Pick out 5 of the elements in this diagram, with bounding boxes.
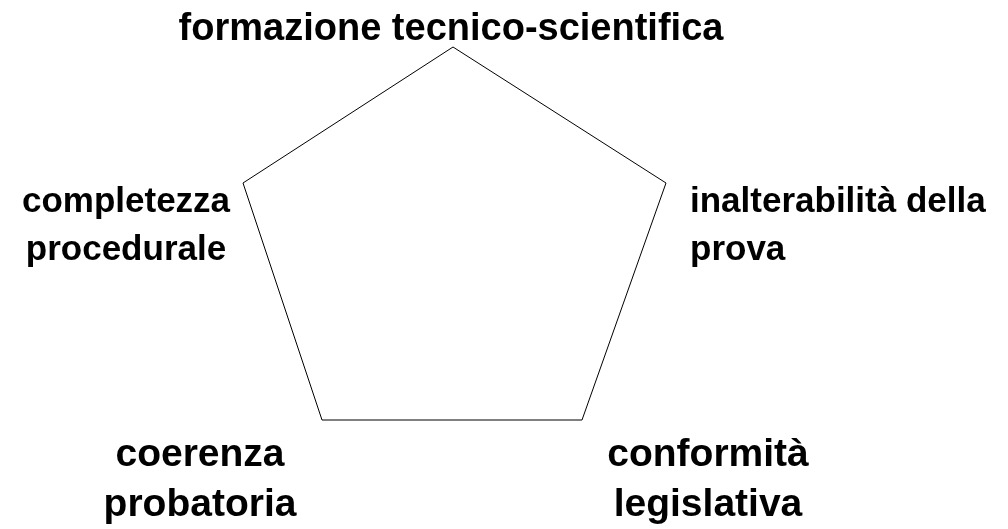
vertex-label: formazione tecnico-scientifica: [177, 5, 725, 50]
vertex-label: inalterabilità della prova: [690, 179, 987, 269]
vertex-label: coerenza probatoria: [102, 430, 298, 526]
vertex-label: conformità legislativa: [606, 430, 810, 526]
vertex-label: completezza procedurale: [20, 179, 232, 269]
